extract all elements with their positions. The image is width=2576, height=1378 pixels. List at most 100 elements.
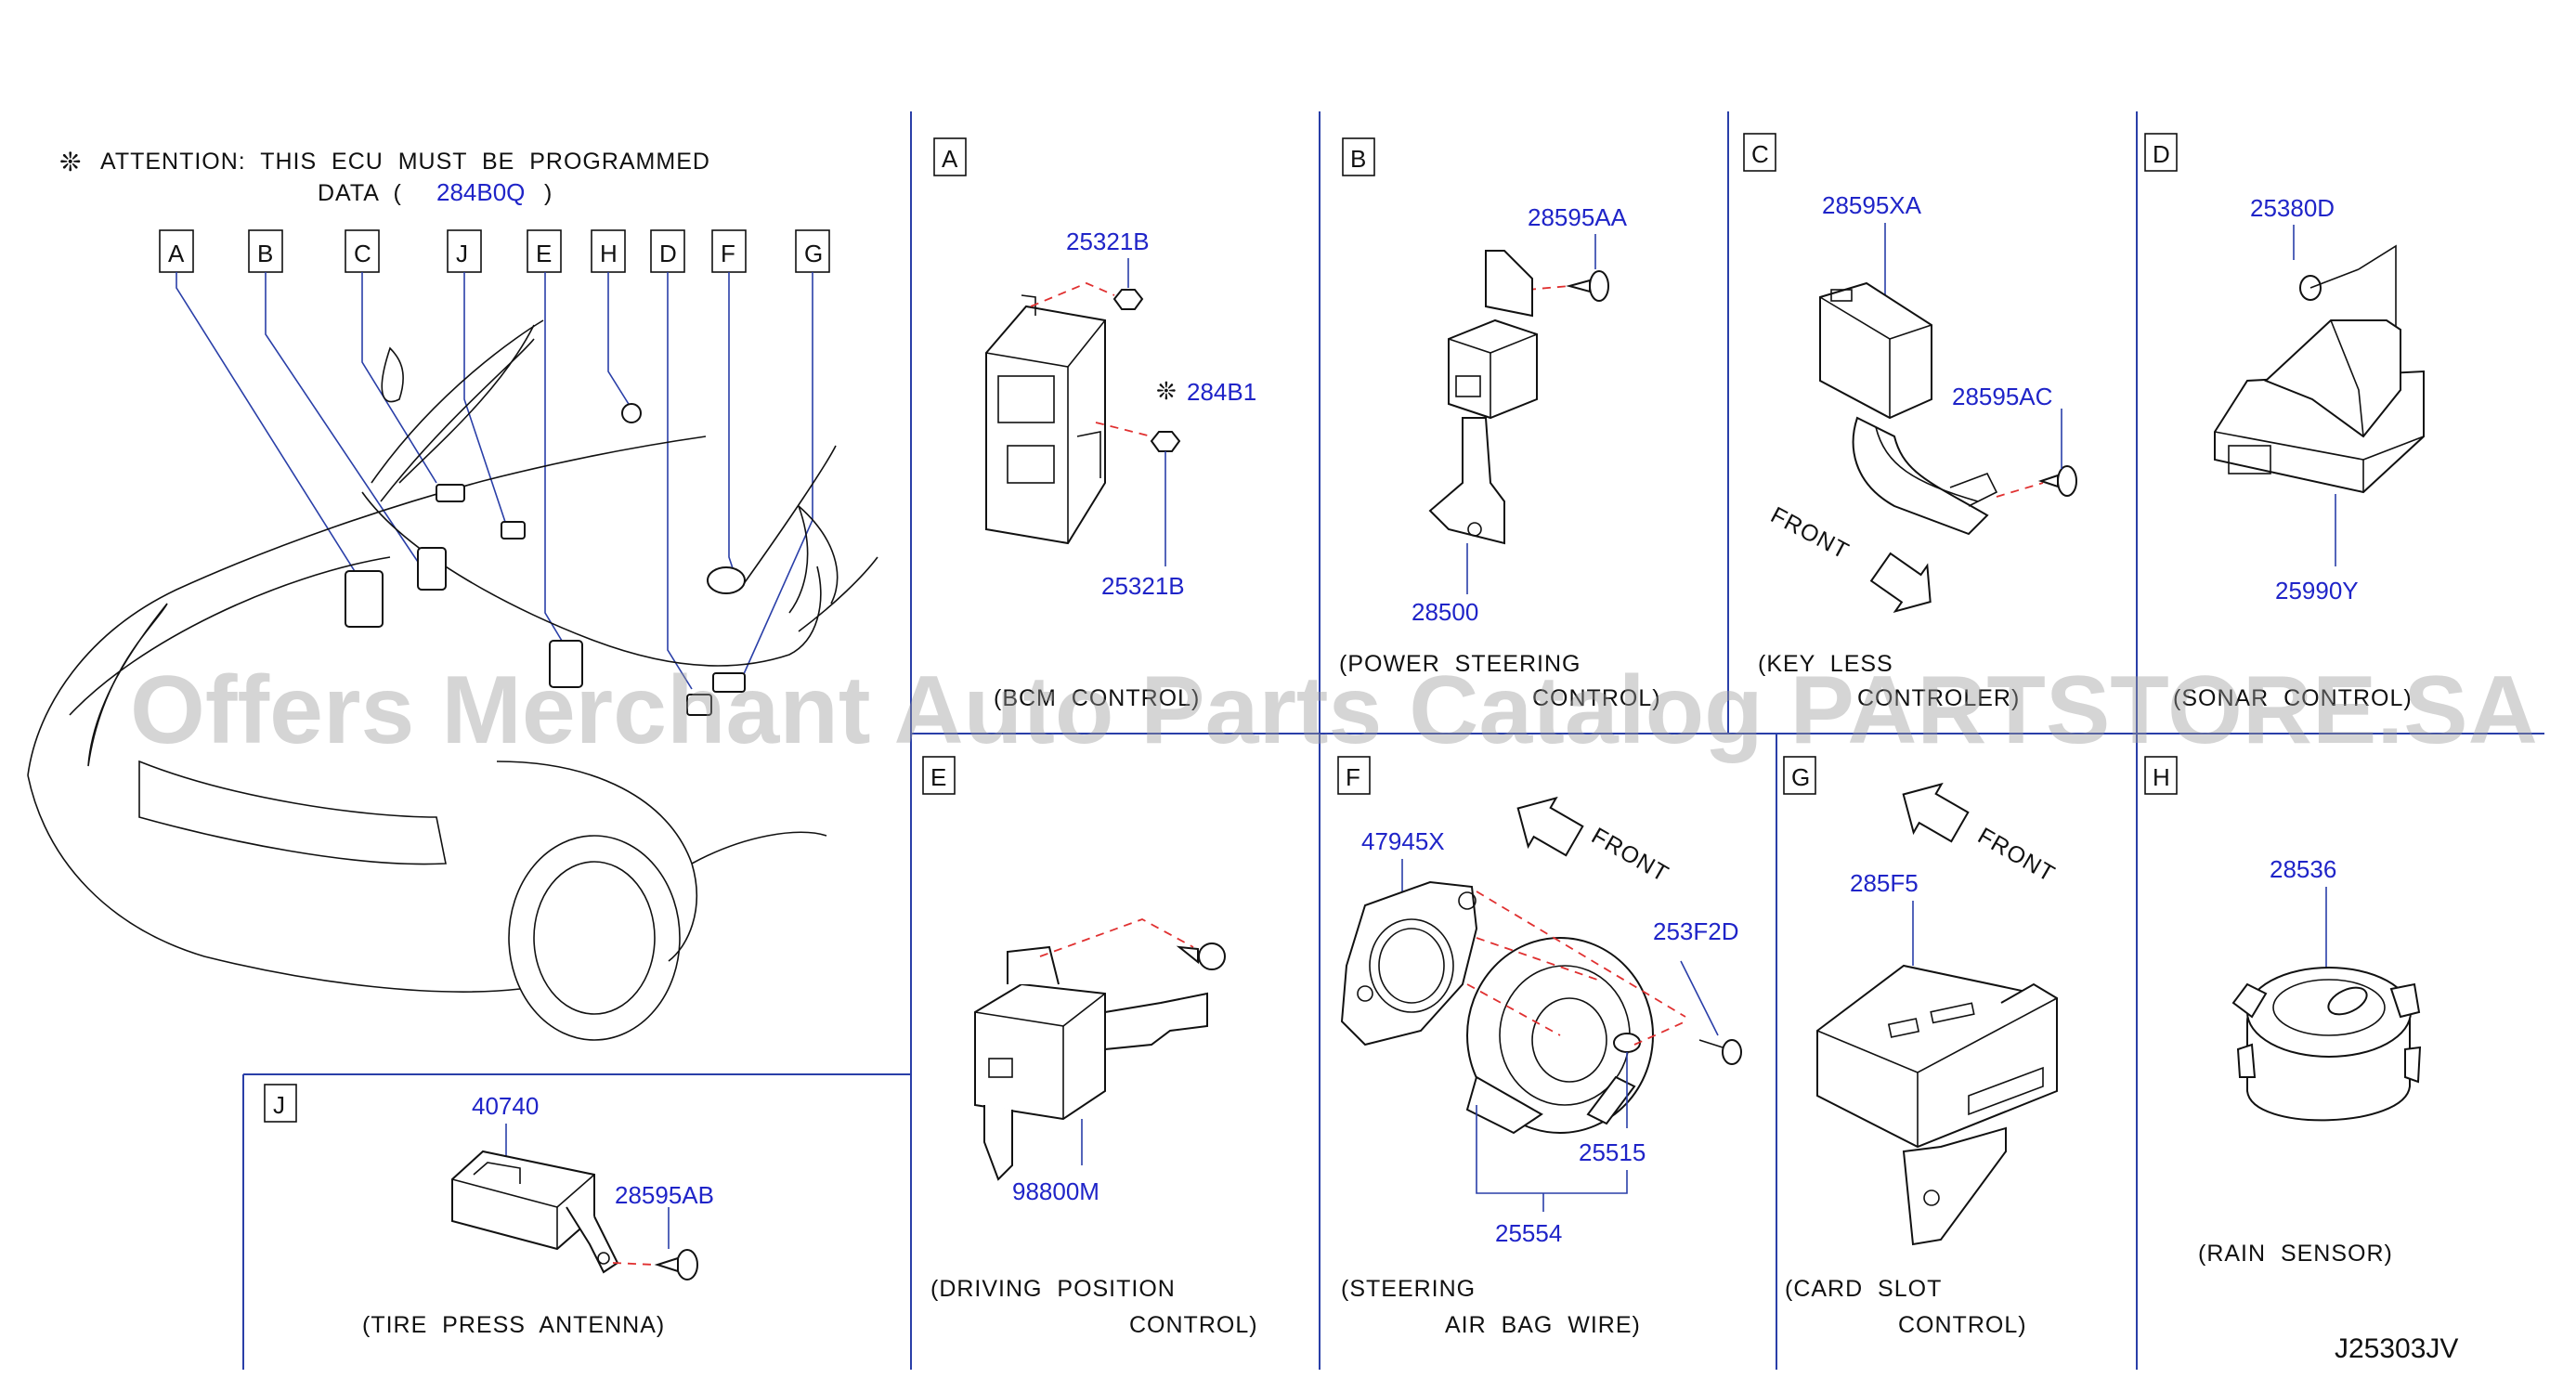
panel-d-label-box [2144,133,2178,172]
attention-line2-prefix: DATA ( [318,180,402,206]
overview-label-d: D [659,240,677,267]
front-arrow-icon [1869,552,1932,613]
clock-spring-bracket [1340,880,1478,1046]
panel-e: E 98800M (DRIVING POSITION CONTROL) [922,756,1258,1338]
panel-h-label-box [2144,756,2178,795]
overview-box-e [527,229,562,273]
part-285f5: 285F5 [1850,869,1919,897]
part-284b1-mark: ❊ [1156,377,1177,405]
panel-g-front: FRONT [1973,823,2060,888]
panel-b-caption-line2: CONTROL) [1532,685,1661,711]
overview-box-c [345,229,380,273]
panel-b-label-box [1342,137,1375,176]
panel-grid [242,111,2544,1370]
rain-sensor [2231,967,2422,1122]
panel-j-label-box [264,1084,297,1123]
nut-icon [1112,289,1144,310]
part-98800m: 98800M [1012,1177,1099,1205]
overview-box-f [711,229,747,273]
panel-b: B 28595AA 28500 (POWER STEERING CONTROL) [1339,137,1661,711]
screw-icon [1566,270,1609,302]
overview-label-a: A [168,240,185,267]
part-25321b-bottom: 25321B [1101,572,1185,600]
panel-e-letter: E [930,763,946,791]
panel-g-caption-line1: (CARD SLOT [1785,1276,1942,1302]
panel-a-letter: A [942,145,958,173]
overview-box-d [650,229,685,273]
panel-e-caption-line2: CONTROL) [1129,1312,1258,1338]
panel-b-letter: B [1350,145,1366,173]
watermark: Offers Merchant Auto Parts Catalog PARTS… [130,656,2538,764]
panel-f-letter: F [1346,763,1360,791]
panel-g-caption-line2: CONTROL) [1898,1312,2027,1338]
part-28595ac: 28595AC [1952,383,2052,410]
overview-label-j: J [456,240,468,267]
panel-g-letter: G [1791,763,1810,791]
part-28595aa: 28595AA [1528,203,1628,231]
sonar-module [2214,319,2425,494]
attention-line2-suffix: ) [544,180,553,206]
screw-icon [2037,465,2077,497]
part-28595xa: 28595XA [1822,191,1922,219]
panel-d: D 25380D 25990Y (SONAR CONTROL) [2144,133,2425,711]
panel-f-caption-line2: AIR BAG WIRE) [1445,1312,1641,1338]
panel-a-caption: (BCM CONTROL) [994,685,1200,711]
part-47945x: 47945X [1361,827,1445,855]
driving-position-module [974,945,1208,1181]
part-28536: 28536 [2270,855,2336,883]
screw-icon [2299,268,2360,301]
attention-mark: ❊ [59,148,81,176]
panel-e-caption-line1: (DRIVING POSITION [930,1276,1176,1302]
screw-icon [1698,1039,1742,1065]
panel-j: J 40740 28595AB (TIRE PRESS ANTENNA) [264,1084,714,1338]
panel-d-caption: (SONAR CONTROL) [2173,685,2413,711]
card-slot-module [1816,964,2058,1246]
part-25380d: 25380D [2250,194,2335,222]
panel-e-label-box [922,756,956,795]
overview-label-b: B [257,240,273,267]
overview-box-a [159,229,194,273]
front-arrow-icon [1516,796,1584,857]
panel-f-caption-line1: (STEERING [1341,1276,1476,1302]
part-25990y: 25990Y [2275,577,2359,604]
nut-icon [1150,431,1181,452]
panel-j-caption: (TIRE PRESS ANTENNA) [362,1312,665,1338]
overview-box-h [591,229,626,273]
panel-h-letter: H [2153,763,2170,791]
panel-b-caption-line1: (POWER STEERING [1339,651,1581,677]
panel-f: F FRONT 47945X 253F2D [1337,756,1742,1338]
part-25554: 25554 [1495,1219,1562,1247]
screw-icon [654,1249,698,1280]
diagram-code: J25303JV [2335,1333,2458,1364]
part-40740: 40740 [472,1092,539,1120]
keyless-module [1819,281,1998,536]
panel-j-letter: J [273,1091,285,1119]
panel-h-caption: (RAIN SENSOR) [2198,1241,2393,1267]
panel-c-front: FRONT [1766,502,1854,565]
panel-d-letter: D [2153,140,2170,168]
power-steering-module [1428,250,1538,545]
part-25515: 25515 [1579,1138,1646,1166]
overview-label-g: G [804,240,823,267]
overview-label-f: F [721,240,735,267]
panel-a-label-box [933,137,967,176]
part-28595ab: 28595AB [615,1181,714,1209]
panel-c: C 28595XA 28595AC FRONT (KEY LESS CONTRO… [1743,133,2077,711]
panel-c-caption-line1: (KEY LESS [1758,651,1893,677]
screw-icon [1176,942,1226,970]
panel-f-label-box [1337,756,1371,795]
overview-label-h: H [600,240,618,267]
overview-label-c: C [354,240,371,267]
part-284b1: 284B1 [1187,378,1256,406]
panel-h: H 28536 (RAIN SENSOR) [2144,756,2422,1267]
panel-c-label-box [1743,133,1776,172]
panel-a: A 25321B ❊ 284B1 25321B (BCM CONTROL) [933,137,1256,711]
overview-leaders [176,272,813,690]
panel-c-caption-line2: CONTROLER) [1857,685,2020,711]
panel-g-label-box [1783,756,1816,795]
attention-code: 284B0Q [436,178,525,206]
overview-box-j [447,229,482,273]
part-28500: 28500 [1412,598,1478,626]
